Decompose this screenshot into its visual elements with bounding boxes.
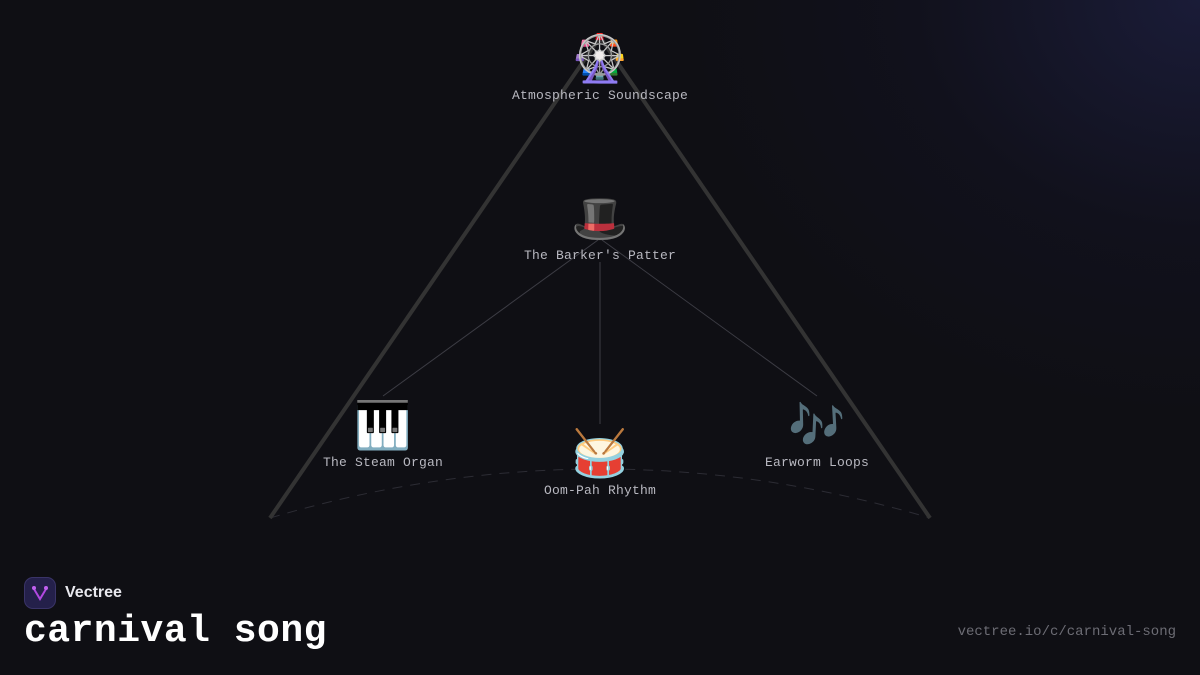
top-hat-icon: 🎩 — [571, 191, 629, 245]
brand-name: Vectree — [65, 584, 122, 601]
frame-left-edge — [268, 38, 600, 520]
node-label: Earworm Loops — [764, 455, 870, 470]
node-earworm-loops[interactable]: 🎶 Earworm Loops — [765, 399, 869, 470]
node-oom-pah-rhythm[interactable]: 🥁 Oom-Pah Rhythm — [544, 427, 656, 498]
dashed-arc — [269, 468, 931, 519]
node-atmospheric-soundscape[interactable]: 🎡 Atmospheric Soundscape — [512, 32, 688, 103]
node-barkers-patter[interactable]: 🎩 The Barker's Patter — [524, 192, 676, 263]
node-label: The Steam Organ — [322, 455, 444, 470]
connector-earworm — [601, 239, 818, 397]
page-title: carnival song — [24, 610, 327, 653]
page-url[interactable]: vectree.io/c/carnival-song — [957, 624, 1176, 640]
vectree-logo-icon — [24, 577, 56, 609]
music-notes-icon: 🎶 — [788, 398, 846, 452]
ferris-wheel-icon: 🎡 — [571, 31, 629, 85]
connector-organ — [382, 239, 599, 397]
node-steam-organ[interactable]: 🎹 The Steam Organ — [323, 399, 443, 470]
frame-right-edge — [600, 38, 932, 520]
brand: Vectree — [24, 577, 122, 609]
node-label: The Barker's Patter — [523, 248, 677, 263]
node-label: Oom-Pah Rhythm — [543, 483, 657, 498]
node-label: Atmospheric Soundscape — [511, 88, 689, 103]
piano-keys-icon: 🎹 — [354, 398, 412, 452]
drum-icon: 🥁 — [571, 426, 629, 480]
